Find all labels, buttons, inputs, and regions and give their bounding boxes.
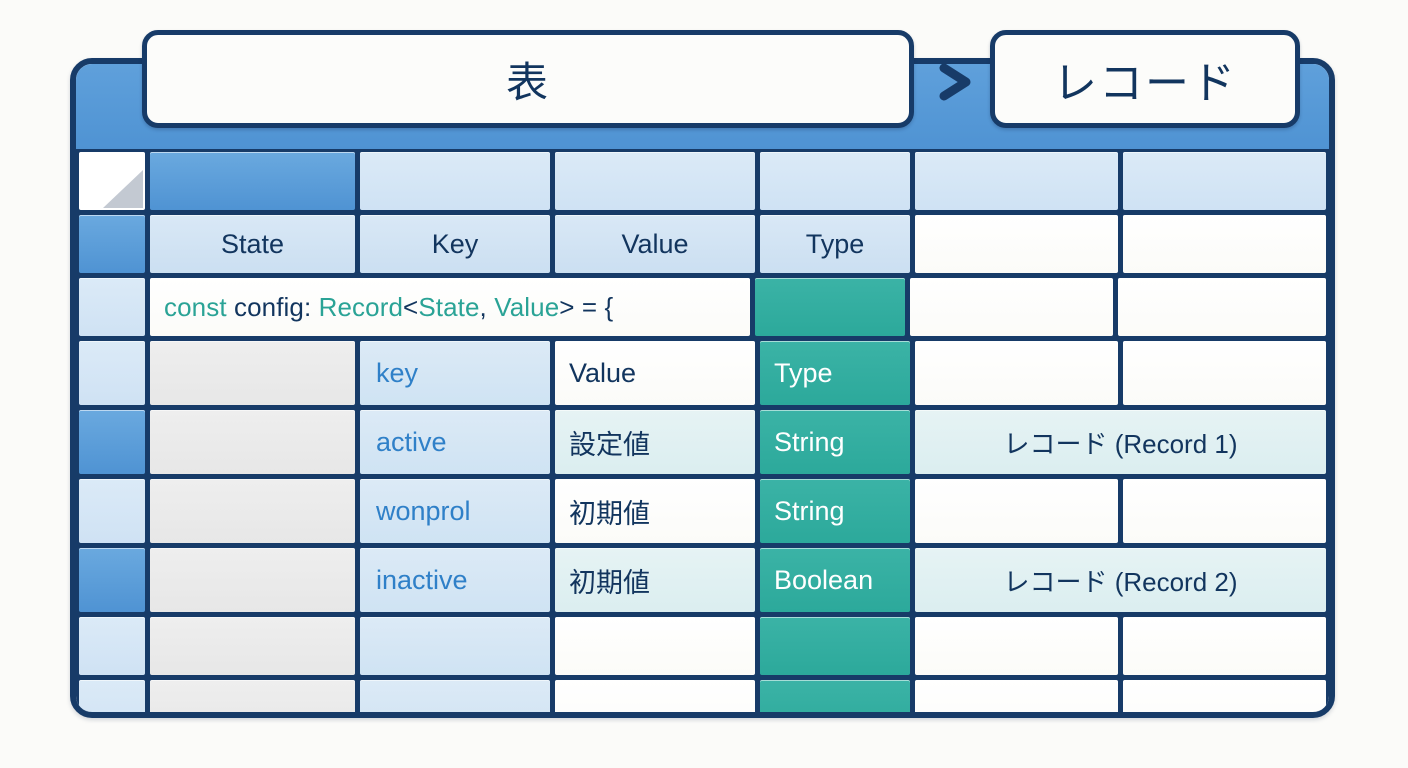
cell-value-r2-label: 初期値	[569, 498, 650, 529]
cell-value-r1-label: 設定値	[569, 429, 650, 460]
arrow-right-icon	[939, 63, 971, 101]
cell-rec1-header	[915, 215, 1118, 273]
table-row	[79, 152, 1326, 210]
cell-record-2-label: レコード (Record 2)	[1003, 566, 1238, 597]
cell-type-r1: String	[760, 410, 910, 474]
table-row	[79, 680, 1326, 712]
cell-type-r4	[760, 617, 910, 675]
cell-type-r3: Boolean	[760, 548, 910, 612]
cell-type-r2-label: String	[774, 495, 845, 526]
cell-type-r2: String	[760, 479, 910, 543]
record-chip[interactable]: レコード	[990, 30, 1300, 128]
cell-key-r1-label: active	[376, 426, 447, 457]
cell-key-r3-label: inactive	[376, 564, 468, 595]
cell-rec1-r2	[915, 479, 1118, 543]
row-header-4[interactable]	[79, 410, 145, 474]
table-chip-label: 表	[505, 58, 550, 106]
column-header-type: Type	[760, 215, 910, 273]
row-header-7[interactable]	[79, 617, 145, 675]
column-header-state-label: State	[220, 228, 285, 259]
table-row	[79, 617, 1326, 675]
cell-value-r0-label: Value	[569, 357, 637, 388]
record-chip-label: レコード	[1053, 59, 1237, 108]
cell-key-r2: wonprol	[360, 479, 550, 543]
cell-value-top	[555, 152, 755, 210]
cell-key-top	[360, 152, 550, 210]
cell-value-r2: 初期値	[555, 479, 755, 543]
code-line-text: const config: Record<State, Value> = {	[164, 291, 614, 322]
table-chip[interactable]: 表	[142, 30, 914, 128]
cell-rec2-header	[1123, 215, 1326, 273]
cell-value-r1: 設定値	[555, 410, 755, 474]
table-row: active 設定値 String レコード (Record 1)	[79, 410, 1326, 474]
row-header-5[interactable]	[79, 479, 145, 543]
corner-select-all-cell[interactable]	[79, 152, 145, 210]
column-header-type-label: Type	[805, 228, 865, 259]
table-row-code: const config: Record<State, Value> = {	[79, 278, 1326, 336]
row-header-3[interactable]	[79, 341, 145, 405]
cell-code-line: const config: Record<State, Value> = {	[150, 278, 750, 336]
cell-type-r0-label: Type	[774, 357, 833, 388]
cell-value-r4	[555, 617, 755, 675]
table-header-row: State Key Value Type	[79, 215, 1326, 273]
row-header-6[interactable]	[79, 548, 145, 612]
cell-state-r3	[150, 548, 355, 612]
cell-value-r5	[555, 680, 755, 712]
column-header-key: Key	[360, 215, 550, 273]
row-header-8[interactable]	[79, 680, 145, 712]
cell-rec2-code	[1118, 278, 1326, 336]
column-header-key-label: Key	[431, 228, 479, 259]
table-row: inactive 初期値 Boolean レコード (Record 2)	[79, 548, 1326, 612]
cell-state-r1	[150, 410, 355, 474]
cell-record-1-label: レコード (Record 1)	[1003, 428, 1238, 459]
cell-rec2-r2	[1123, 479, 1326, 543]
spreadsheet-grid: State Key Value Type const config: Recor…	[76, 149, 1329, 712]
cell-key-r0: key	[360, 341, 550, 405]
column-header-state: State	[150, 215, 355, 273]
cell-state-r2	[150, 479, 355, 543]
cell-rec1-top	[915, 152, 1118, 210]
cell-rec2-r4	[1123, 617, 1326, 675]
cell-key-r3: inactive	[360, 548, 550, 612]
cell-state-r0	[150, 341, 355, 405]
cell-rec2-r5	[1123, 680, 1326, 712]
cell-value-r3: 初期値	[555, 548, 755, 612]
cell-key-r5	[360, 680, 550, 712]
cell-record-2: レコード (Record 2)	[915, 548, 1326, 612]
cell-key-r2-label: wonprol	[376, 495, 471, 526]
cell-type-r3-label: Boolean	[774, 564, 874, 595]
cell-key-r4	[360, 617, 550, 675]
cell-type-code	[755, 278, 905, 336]
cell-record-1: レコード (Record 1)	[915, 410, 1326, 474]
table-row: wonprol 初期値 String	[79, 479, 1326, 543]
table-row: key Value Type	[79, 341, 1326, 405]
cell-key-r1: active	[360, 410, 550, 474]
cell-rec2-r0	[1123, 341, 1326, 405]
cell-type-r0: Type	[760, 341, 910, 405]
cell-type-r1-label: String	[774, 426, 845, 457]
cell-value-r0: Value	[555, 341, 755, 405]
cell-state-top	[150, 152, 355, 210]
cell-type-top	[760, 152, 910, 210]
cell-rec1-r0	[915, 341, 1118, 405]
corner-triangle-icon	[103, 170, 143, 208]
diagram-frame: State Key Value Type const config: Recor…	[70, 58, 1335, 718]
cell-state-r4	[150, 617, 355, 675]
row-header-1[interactable]	[79, 215, 145, 273]
column-header-value: Value	[555, 215, 755, 273]
cell-rec1-r5	[915, 680, 1118, 712]
cell-rec1-r4	[915, 617, 1118, 675]
cell-key-r0-label: key	[376, 357, 419, 388]
cell-rec2-top	[1123, 152, 1326, 210]
cell-type-r5	[760, 680, 910, 712]
cell-value-r3-label: 初期値	[569, 567, 650, 598]
cell-rec1-code	[910, 278, 1113, 336]
cell-state-r5	[150, 680, 355, 712]
column-header-value-label: Value	[621, 228, 689, 259]
row-header-2[interactable]	[79, 278, 145, 336]
